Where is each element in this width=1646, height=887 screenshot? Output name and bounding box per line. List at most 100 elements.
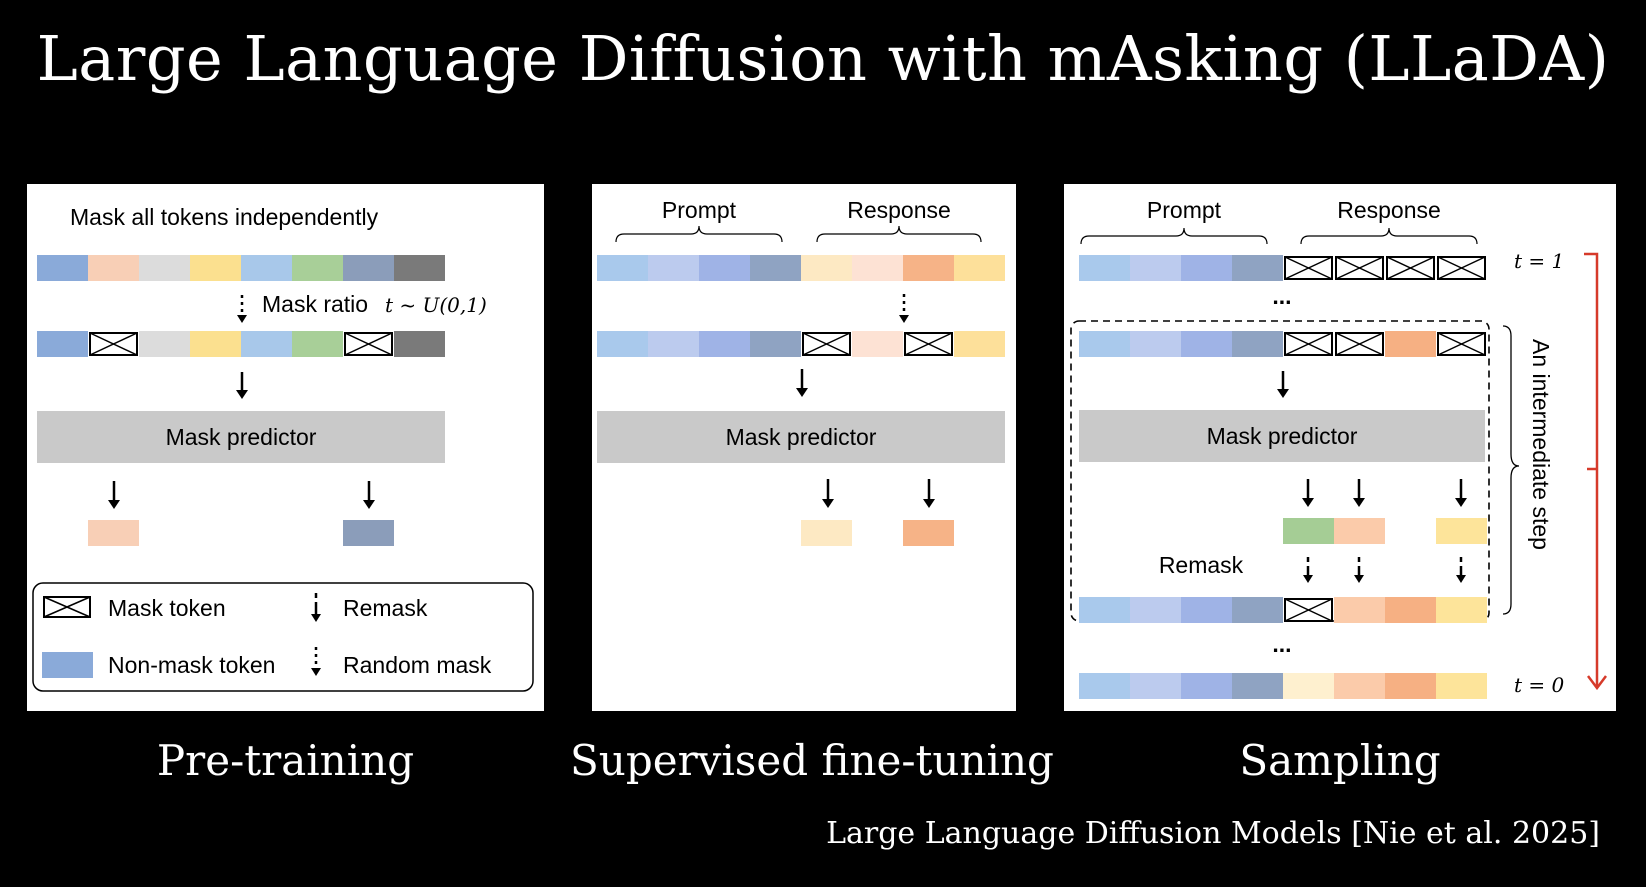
token	[1232, 255, 1283, 281]
citation: Large Language Diffusion Models [Nie et …	[826, 816, 1600, 851]
mask-token	[1284, 332, 1333, 356]
token	[852, 331, 903, 357]
response-brace	[1300, 227, 1478, 245]
mask-token	[1437, 256, 1486, 280]
token	[750, 255, 801, 281]
mask-predictor-box	[37, 411, 445, 463]
predicted-token	[903, 520, 954, 546]
predicted-token	[88, 520, 139, 546]
token	[1181, 673, 1232, 699]
mask-predictor-label: Mask predictor	[1207, 423, 1358, 449]
response-label: Response	[1337, 197, 1441, 223]
token	[1436, 673, 1487, 699]
token	[1232, 597, 1283, 623]
down-arrow-icon	[108, 481, 120, 509]
token	[394, 331, 445, 357]
down-arrow-icon	[363, 481, 375, 509]
token	[954, 255, 1005, 281]
down-arrow-icon	[1302, 479, 1314, 507]
ellipsis: ...	[1272, 283, 1291, 309]
mask-predictor-box	[597, 411, 1005, 463]
pretraining-input-sequence	[37, 255, 445, 281]
non-mask-token-icon	[42, 652, 93, 678]
down-arrow-icon	[796, 369, 808, 397]
mask-token	[1437, 332, 1486, 356]
mask-token	[1284, 256, 1333, 280]
response-brace	[816, 225, 982, 243]
pretraining-panel: Mask all tokens independently Mask ratio…	[27, 184, 544, 711]
token	[903, 255, 954, 281]
token	[1079, 255, 1130, 281]
sampling-diagram: Prompt Response t = 1 ...	[1070, 197, 1607, 699]
random-mask-arrow	[237, 295, 247, 323]
token	[190, 255, 241, 281]
remask-arrow-icon	[1303, 557, 1313, 583]
token	[139, 331, 190, 357]
token	[1334, 597, 1385, 623]
prompt-label: Prompt	[1147, 197, 1222, 223]
token	[343, 255, 394, 281]
prompt-label: Prompt	[662, 197, 737, 223]
remask-arrow-icon	[1456, 557, 1466, 583]
token	[648, 331, 699, 357]
token	[1436, 597, 1487, 623]
mask-token	[904, 332, 953, 356]
random-mask-arrow-icon	[311, 647, 321, 676]
token	[190, 331, 241, 357]
sequence-intermediate-in	[1079, 331, 1486, 357]
random-mask-arrow	[899, 294, 909, 323]
sft-input-sequence	[597, 255, 1005, 281]
mask-token	[1284, 598, 1333, 622]
down-arrow-icon	[923, 479, 935, 508]
sampling-panel: Prompt Response t = 1 ...	[1064, 184, 1616, 711]
mask-predictor-label: Mask predictor	[166, 424, 317, 450]
token	[394, 255, 445, 281]
token	[1283, 673, 1334, 699]
response-label: Response	[847, 197, 951, 223]
t-end-label: t = 0	[1514, 673, 1565, 697]
legend-non-mask-token: Non-mask token	[108, 652, 275, 678]
predicted-token	[1334, 518, 1385, 544]
caption-sampling: Sampling	[1239, 736, 1441, 785]
token	[1334, 673, 1385, 699]
sft-diagram: Prompt Response	[597, 197, 1005, 546]
legend-random-mask: Random mask	[343, 652, 492, 678]
mask-ratio-label: Mask ratio	[262, 291, 368, 317]
predicted-token	[1436, 518, 1487, 544]
mask-ratio-formula: t ~ U(0,1)	[385, 293, 487, 317]
token	[37, 331, 88, 357]
token	[1385, 597, 1436, 623]
predicted-token	[343, 520, 394, 546]
token	[1130, 673, 1181, 699]
legend: Mask token Non-mask token Remask Random …	[32, 582, 534, 692]
prompt-brace	[615, 225, 783, 243]
token	[852, 255, 903, 281]
token	[292, 255, 343, 281]
remask-arrow-icon	[311, 593, 321, 622]
mask-token	[1335, 332, 1384, 356]
mask-token-icon	[43, 596, 91, 618]
token	[648, 255, 699, 281]
time-arrow	[1584, 252, 1607, 691]
prompt-brace	[1080, 227, 1268, 245]
token	[1385, 331, 1436, 357]
pretraining-masked-sequence	[37, 331, 445, 357]
slide-title: Large Language Diffusion with mAsking (L…	[36, 22, 1610, 95]
mask-predictor-box	[1079, 410, 1485, 462]
intermediate-step-box	[1070, 320, 1490, 622]
down-arrow-icon	[236, 372, 248, 399]
down-arrow-icon	[1277, 371, 1289, 398]
token	[88, 255, 139, 281]
sft-masked-sequence	[597, 331, 1005, 357]
token	[241, 255, 292, 281]
t-start-label: t = 1	[1514, 249, 1564, 273]
mask-token	[89, 332, 138, 356]
token	[1181, 255, 1232, 281]
legend-mask-token: Mask token	[108, 595, 226, 621]
token	[597, 331, 648, 357]
token	[699, 255, 750, 281]
token	[1079, 673, 1130, 699]
token	[241, 331, 292, 357]
down-arrow-icon	[822, 479, 834, 508]
token	[139, 255, 190, 281]
